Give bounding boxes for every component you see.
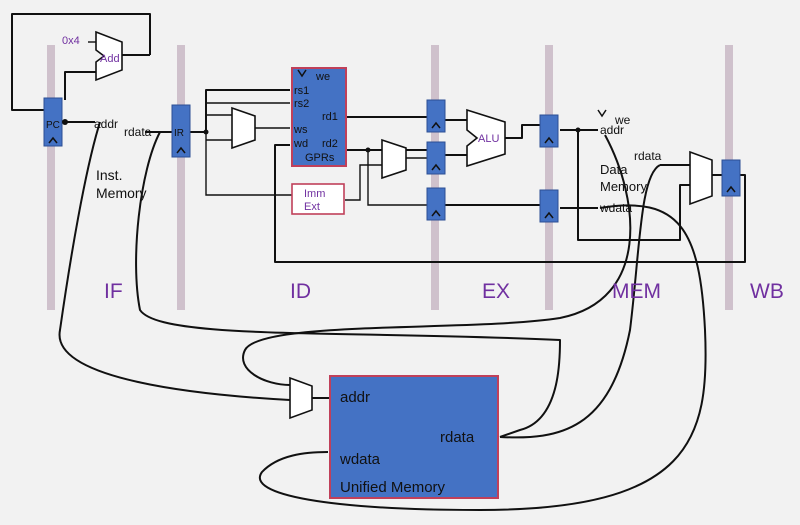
ex-register-c-clock-icon [431, 209, 441, 217]
stage-label-if: IF [104, 280, 123, 303]
stage-label-id: ID [290, 280, 311, 303]
gprs-we-arrow-icon [297, 69, 307, 78]
ex-register-c [426, 187, 446, 221]
unified-mem-addr-label: addr [340, 389, 370, 406]
dmem-wdata-label: wdata [599, 201, 632, 215]
ex-register-b [426, 141, 446, 175]
unified-mem-wdata-label: wdata [339, 451, 381, 468]
gprs-block [291, 67, 347, 167]
gprs-rs1-label: rs1 [294, 85, 309, 97]
wb-register [721, 159, 741, 197]
dmem-we-label: we [614, 113, 631, 127]
wire-curve-rdata-ir [135, 131, 561, 438]
data-mem-label-1: Data [600, 162, 628, 177]
stage-label-mem: MEM [612, 280, 661, 303]
wire-curve-wdata [259, 204, 707, 511]
gprs-rd2-label: rd2 [322, 138, 338, 150]
ex-register-b-clock-icon [431, 163, 441, 171]
dmem-rdata-label: rdata [634, 149, 662, 163]
wire-pc-to-add [64, 71, 96, 100]
inst-mem-label-1: Inst. [96, 167, 122, 183]
const-0x4-label: 0x4 [62, 35, 80, 47]
alu-unit [466, 108, 506, 168]
gprs-we-label: we [315, 71, 330, 83]
ir-clock-icon [176, 146, 186, 154]
ir-register [171, 104, 191, 158]
gprs-rs2-label: rs2 [294, 98, 309, 110]
wire-mem-bypass [577, 130, 690, 241]
inst-mem-label-2: Memory [96, 185, 147, 201]
wire-alu-mem [505, 124, 540, 139]
ir-label: IR [174, 128, 184, 139]
wb-register-clock-icon [726, 185, 736, 193]
wire-ir-fanout [190, 89, 290, 133]
wire-curve-pc-addr [58, 121, 291, 401]
wire-rd2-branch [367, 150, 427, 206]
mem-register-b-clock-icon [544, 211, 554, 219]
ex-operand-mux [381, 138, 407, 180]
wire-imm-mux [345, 164, 382, 201]
imm-ext-label-2: Ext [304, 201, 320, 213]
gprs-rd1-label: rd1 [322, 111, 338, 123]
gprs-title-label: GPRs [305, 152, 335, 164]
if-addr-label: addr [94, 117, 118, 131]
unified-memory-block [329, 375, 499, 499]
mem-register-a-clock-icon [544, 136, 554, 144]
mem-register-b [539, 189, 559, 223]
stage-label-ex: EX [482, 280, 510, 303]
imm-ext-block [291, 183, 345, 215]
pc-clock-icon [48, 136, 58, 144]
alu-label: ALU [478, 133, 499, 145]
gprs-ws-label: ws [293, 124, 308, 136]
unified-mem-addr-mux [289, 376, 313, 420]
mem-register-a [539, 114, 559, 148]
stage-label-wb: WB [750, 280, 784, 303]
stage-bar-if [47, 45, 55, 310]
if-rdata-label: rdata [124, 125, 152, 139]
junction-dot [62, 119, 68, 125]
id-ws-mux [231, 106, 256, 150]
adder-label: Add [100, 53, 120, 65]
wb-mux [689, 150, 713, 206]
ex-register-a-clock-icon [431, 121, 441, 129]
dmem-addr-label: addr [600, 123, 624, 137]
adder-unit [95, 30, 123, 82]
junction-dot [365, 147, 371, 153]
wire-curve-mem-addr [242, 134, 632, 386]
stage-bar-id [177, 45, 185, 310]
junction-dot [203, 129, 209, 135]
pc-label: PC [46, 120, 60, 131]
stage-bar-ex [431, 45, 439, 310]
stage-bar-mem [545, 45, 553, 310]
gprs-wd-label: wd [293, 138, 308, 150]
unified-mem-rdata-label: rdata [440, 429, 475, 446]
wire-ir-imm [205, 132, 292, 196]
ex-register-a [426, 99, 446, 133]
unified-mem-title: Unified Memory [340, 479, 446, 496]
dmem-we-arrow-icon [597, 109, 607, 118]
wire-pc-loop [11, 13, 151, 111]
junction-dot [575, 127, 581, 133]
data-mem-label-2: Memory [600, 179, 647, 194]
wire-curve-rdata-wb [499, 164, 661, 439]
imm-ext-label-1: Imm [304, 188, 325, 200]
